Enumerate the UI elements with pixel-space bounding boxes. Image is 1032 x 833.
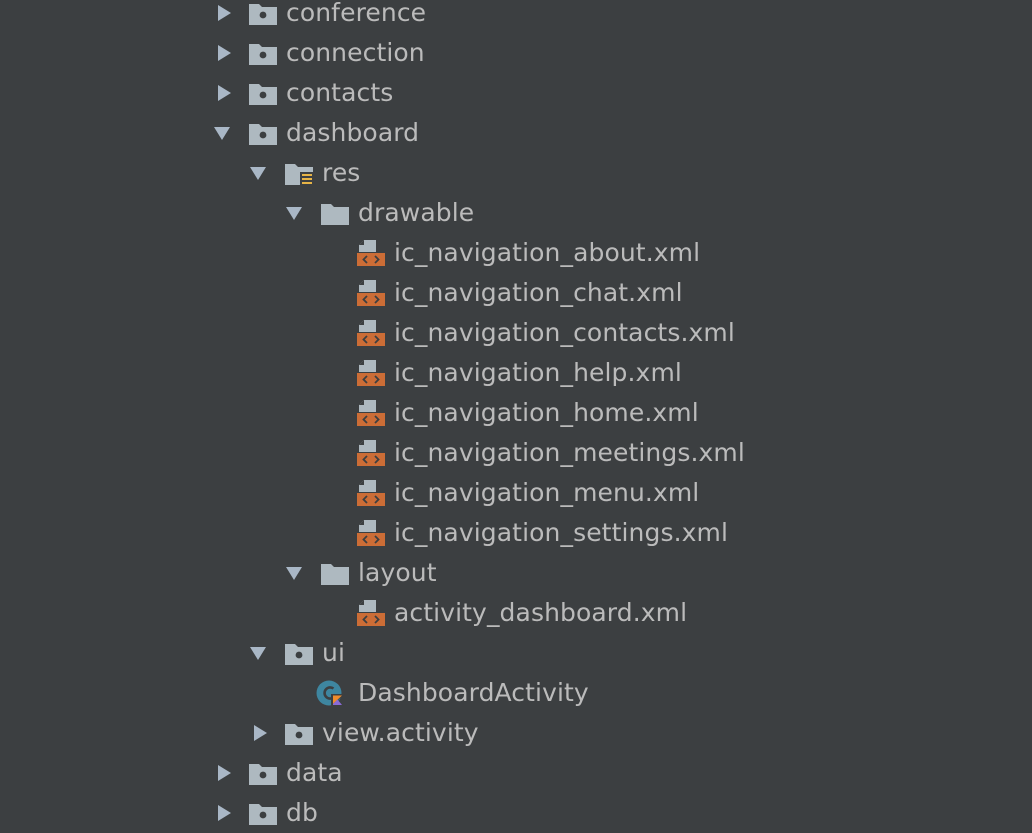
collapse-arrow-icon[interactable] [250,165,266,181]
xml-file-icon [356,599,386,627]
folder-icon [320,559,350,587]
tree-item-activity-dashboard-xml[interactable]: activity_dashboard.xml [0,593,1032,633]
tree-item-ic-navigation-chat-xml[interactable]: ic_navigation_chat.xml [0,273,1032,313]
tree-item-res[interactable]: res [0,153,1032,193]
package-folder-icon [284,639,314,667]
package-folder-icon [284,719,314,747]
xml-file-icon [356,319,386,347]
tree-item-label: layout [358,558,437,587]
xml-file-icon [356,439,386,467]
expand-arrow-icon[interactable] [216,45,232,61]
package-folder-icon [248,759,278,787]
tree-item-label: connection [286,38,425,67]
package-folder-icon [248,119,278,147]
package-folder-icon [248,0,278,27]
tree-item-label: drawable [358,198,475,227]
collapse-arrow-icon[interactable] [250,645,266,661]
tree-item-ic-navigation-help-xml[interactable]: ic_navigation_help.xml [0,353,1032,393]
tree-item-ui[interactable]: ui [0,633,1032,673]
collapse-arrow-icon[interactable] [214,125,230,141]
tree-item-label: ic_navigation_settings.xml [394,518,729,547]
expand-arrow-icon[interactable] [216,765,232,781]
tree-item-label: db [286,798,318,827]
tree-item-conference[interactable]: conference [0,0,1032,33]
tree-item-ic-navigation-menu-xml[interactable]: ic_navigation_menu.xml [0,473,1032,513]
tree-item-label: ic_navigation_home.xml [394,398,699,427]
xml-file-icon [356,359,386,387]
expand-arrow-icon[interactable] [216,85,232,101]
tree-item-db[interactable]: db [0,793,1032,833]
tree-item-ic-navigation-about-xml[interactable]: ic_navigation_about.xml [0,233,1032,273]
tree-item-label: DashboardActivity [358,678,589,707]
tree-item-layout[interactable]: layout [0,553,1032,593]
tree-item-label: dashboard [286,118,420,147]
tree-item-view-activity[interactable]: view.activity [0,713,1032,753]
tree-item-contacts[interactable]: contacts [0,73,1032,113]
expand-arrow-icon[interactable] [216,805,232,821]
xml-file-icon [356,279,386,307]
resource-folder-icon [284,159,314,187]
package-folder-icon [248,799,278,827]
package-folder-icon [248,79,278,107]
tree-item-label: ui [322,638,345,667]
tree-item-connection[interactable]: connection [0,33,1032,73]
tree-item-label: res [322,158,361,187]
tree-item-ic-navigation-contacts-xml[interactable]: ic_navigation_contacts.xml [0,313,1032,353]
tree-item-label: conference [286,0,427,27]
tree-item-label: ic_navigation_menu.xml [394,478,700,507]
tree-item-ic-navigation-settings-xml[interactable]: ic_navigation_settings.xml [0,513,1032,553]
tree-item-dashboard[interactable]: dashboard [0,113,1032,153]
expand-arrow-icon[interactable] [252,725,268,741]
xml-file-icon [356,519,386,547]
collapse-arrow-icon[interactable] [286,565,302,581]
tree-item-label: contacts [286,78,394,107]
tree-item-label: ic_navigation_chat.xml [394,278,683,307]
tree-item-label: data [286,758,343,787]
xml-file-icon [356,479,386,507]
tree-item-label: activity_dashboard.xml [394,598,688,627]
tree-item-ic-navigation-home-xml[interactable]: ic_navigation_home.xml [0,393,1032,433]
tree-item-ic-navigation-meetings-xml[interactable]: ic_navigation_meetings.xml [0,433,1032,473]
folder-icon [320,199,350,227]
xml-file-icon [356,239,386,267]
tree-item-data[interactable]: data [0,753,1032,793]
tree-item-label: ic_navigation_contacts.xml [394,318,735,347]
xml-file-icon [356,399,386,427]
package-folder-icon [248,39,278,67]
expand-arrow-icon[interactable] [216,5,232,21]
collapse-arrow-icon[interactable] [286,205,302,221]
tree-item-label: ic_navigation_help.xml [394,358,682,387]
tree-item-drawable[interactable]: drawable [0,193,1032,233]
tree-item-label: view.activity [322,718,479,747]
tree-item-label: ic_navigation_meetings.xml [394,438,745,467]
kotlin-class-icon [316,679,346,707]
tree-item-dashboardactivity[interactable]: DashboardActivity [0,673,1032,713]
tree-item-label: ic_navigation_about.xml [394,238,701,267]
